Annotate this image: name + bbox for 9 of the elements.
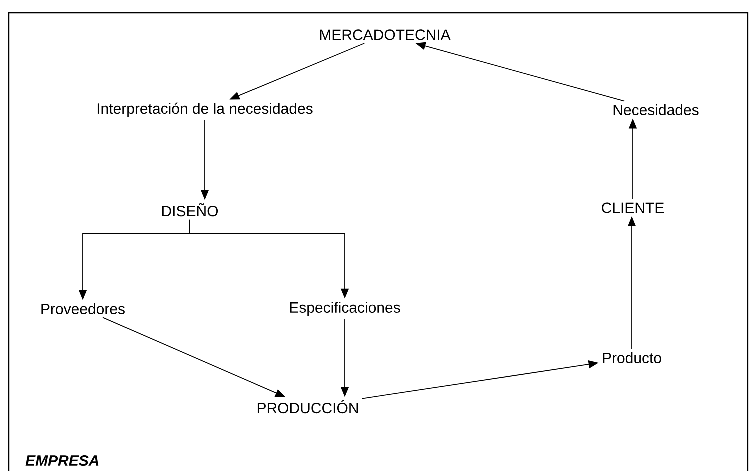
node-label: DISEÑO	[162, 203, 218, 217]
node-label: Interpretación de la necesidades	[98, 102, 313, 118]
node-label: PRODUCCIÓN	[258, 400, 358, 414]
node-label: MERCADOTECNIA	[320, 30, 451, 40]
node-label: Producto	[603, 352, 662, 364]
node-label: CLIENTE	[602, 202, 664, 214]
node-label: Especificaciones	[290, 302, 400, 316]
node-label: Proveedores	[42, 304, 125, 314]
node-label: Necesidades	[614, 104, 699, 116]
